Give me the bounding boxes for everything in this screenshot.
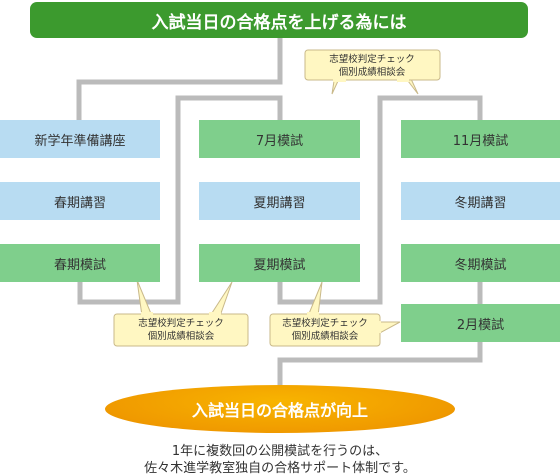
- exam-label: 冬期模試: [454, 257, 507, 273]
- course-new-grade-prep: 新学年準備講座: [0, 120, 160, 158]
- connector-top-to-col1: [76, 38, 283, 120]
- consultation-line1: 志望校判定チェック: [282, 318, 368, 329]
- exam-label: 11月模試: [452, 133, 509, 149]
- consultation-line1: 志望校判定チェック: [329, 54, 415, 65]
- consultation-line2: 個別成績相談会: [291, 331, 359, 342]
- exam-february-mock: 2月模試: [401, 304, 560, 342]
- consultation-note-right: 志望校判定チェック 個別成績相談会: [255, 317, 395, 343]
- connector-col2-to-col3: [277, 95, 483, 305]
- consultation-line2: 個別成績相談会: [338, 67, 406, 78]
- footer-line-2: 佐々木進学教室独自の合格サポート体制です。: [144, 461, 416, 476]
- exam-label: 2月模試: [456, 317, 505, 333]
- course-label: 新学年準備講座: [34, 133, 126, 149]
- page-title: 入試当日の合格点を上げる為には: [151, 12, 407, 33]
- exam-label: 夏期模試: [253, 257, 306, 273]
- course-summer-lecture: 夏期講習: [199, 182, 360, 220]
- consultation-note-top: 志望校判定チェック 個別成績相談会: [302, 53, 442, 79]
- exam-label: 7月模試: [255, 133, 304, 149]
- exam-july-mock: 7月模試: [199, 120, 360, 158]
- course-label: 夏期講習: [253, 195, 306, 211]
- course-winter-lecture: 冬期講習: [401, 182, 560, 220]
- consultation-line1: 志望校判定チェック: [138, 318, 224, 329]
- exam-label: 春期模試: [53, 257, 106, 273]
- consultation-line2: 個別成績相談会: [147, 331, 215, 342]
- consultation-note-left: 志望校判定チェック 個別成績相談会: [111, 317, 251, 343]
- course-spring-lecture: 春期講習: [0, 182, 160, 220]
- flow-connectors: [76, 38, 483, 388]
- exam-november-mock: 11月模試: [401, 120, 560, 158]
- connector-feb-to-result: [277, 341, 483, 388]
- connector-col1-to-col2: [77, 95, 283, 305]
- speech-bubble-left: [113, 279, 249, 347]
- page-title-banner: 入試当日の合格点を上げる為には: [30, 2, 528, 38]
- result-label: 入試当日の合格点が向上: [191, 401, 368, 420]
- course-label: 冬期講習: [454, 195, 507, 211]
- footer-line-1: 1年に複数回の公開模試を行うのは、: [171, 444, 389, 459]
- speech-bubble-top: [304, 49, 441, 95]
- exam-summer-mock: 夏期模試: [199, 244, 360, 282]
- speech-bubble-right: [269, 281, 401, 347]
- exam-spring-mock: 春期模試: [0, 244, 160, 282]
- result-oval: 入試当日の合格点が向上: [105, 385, 455, 433]
- exam-winter-mock: 冬期模試: [401, 244, 560, 282]
- course-label: 春期講習: [53, 195, 106, 211]
